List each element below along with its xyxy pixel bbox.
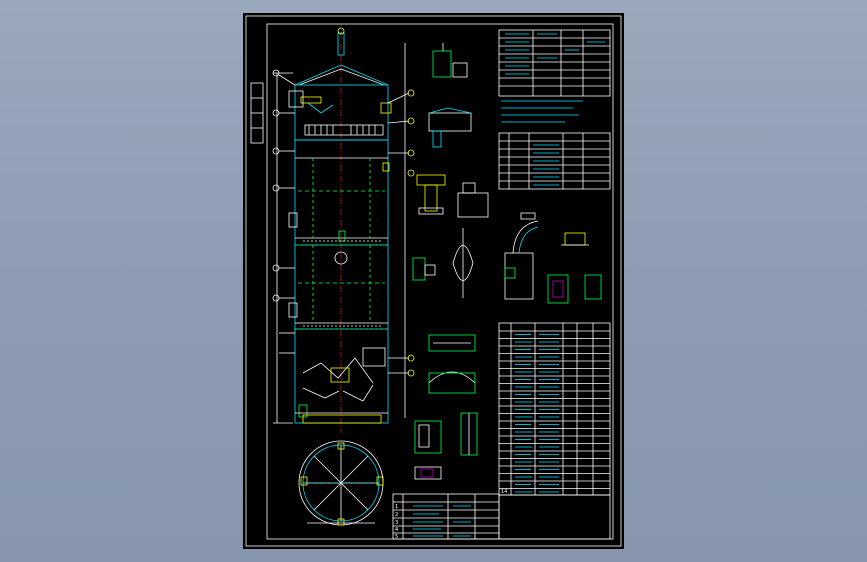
manhole-lower: [288, 302, 298, 318]
title-block-no-5: 5: [395, 534, 398, 540]
tower-elevation: [272, 27, 415, 433]
detail-k: [504, 252, 534, 300]
demister-pad: [304, 124, 384, 136]
parts-list-rows: [499, 330, 610, 493]
technical-spec-table: [498, 29, 611, 123]
parts-list-last-no: 14: [501, 489, 507, 495]
detail-b: [428, 112, 472, 132]
sheet-border: [245, 15, 622, 547]
detail-j: [414, 466, 442, 480]
detail-f: [428, 334, 476, 352]
tower-shell: [294, 139, 389, 424]
top-vent: [337, 32, 345, 56]
bottom-inlet-box: [362, 347, 386, 367]
detail-e: [412, 257, 426, 281]
upper-nozzle-left: [288, 90, 304, 108]
nozzle-table: [498, 132, 611, 190]
title-block-no-1: 1: [395, 504, 398, 510]
plan-view: [298, 440, 384, 526]
drawing-canvas: 1 2 3 4 5 14: [245, 15, 622, 547]
manhole-upper: [288, 212, 298, 228]
title-block-no-3: 3: [395, 520, 398, 526]
detail-d: [457, 192, 489, 218]
detail-views: [412, 43, 602, 480]
detail-a: [432, 50, 452, 78]
tower-base: [302, 414, 382, 424]
tower-roof: [294, 64, 389, 86]
drawing-sheet: 1 2 3 4 5 14: [243, 13, 624, 549]
title-block-no-4: 4: [395, 527, 398, 533]
detail-l: [547, 274, 569, 304]
detail-g: [428, 371, 476, 384]
detail-c: [416, 174, 446, 186]
detail-m: [584, 274, 602, 300]
detail-n: [564, 232, 586, 246]
title-block-no-2: 2: [395, 512, 398, 518]
detail-h: [414, 420, 442, 454]
detail-lens: [452, 245, 474, 281]
title-block: 1 2 3 4 5 14: [392, 489, 611, 540]
